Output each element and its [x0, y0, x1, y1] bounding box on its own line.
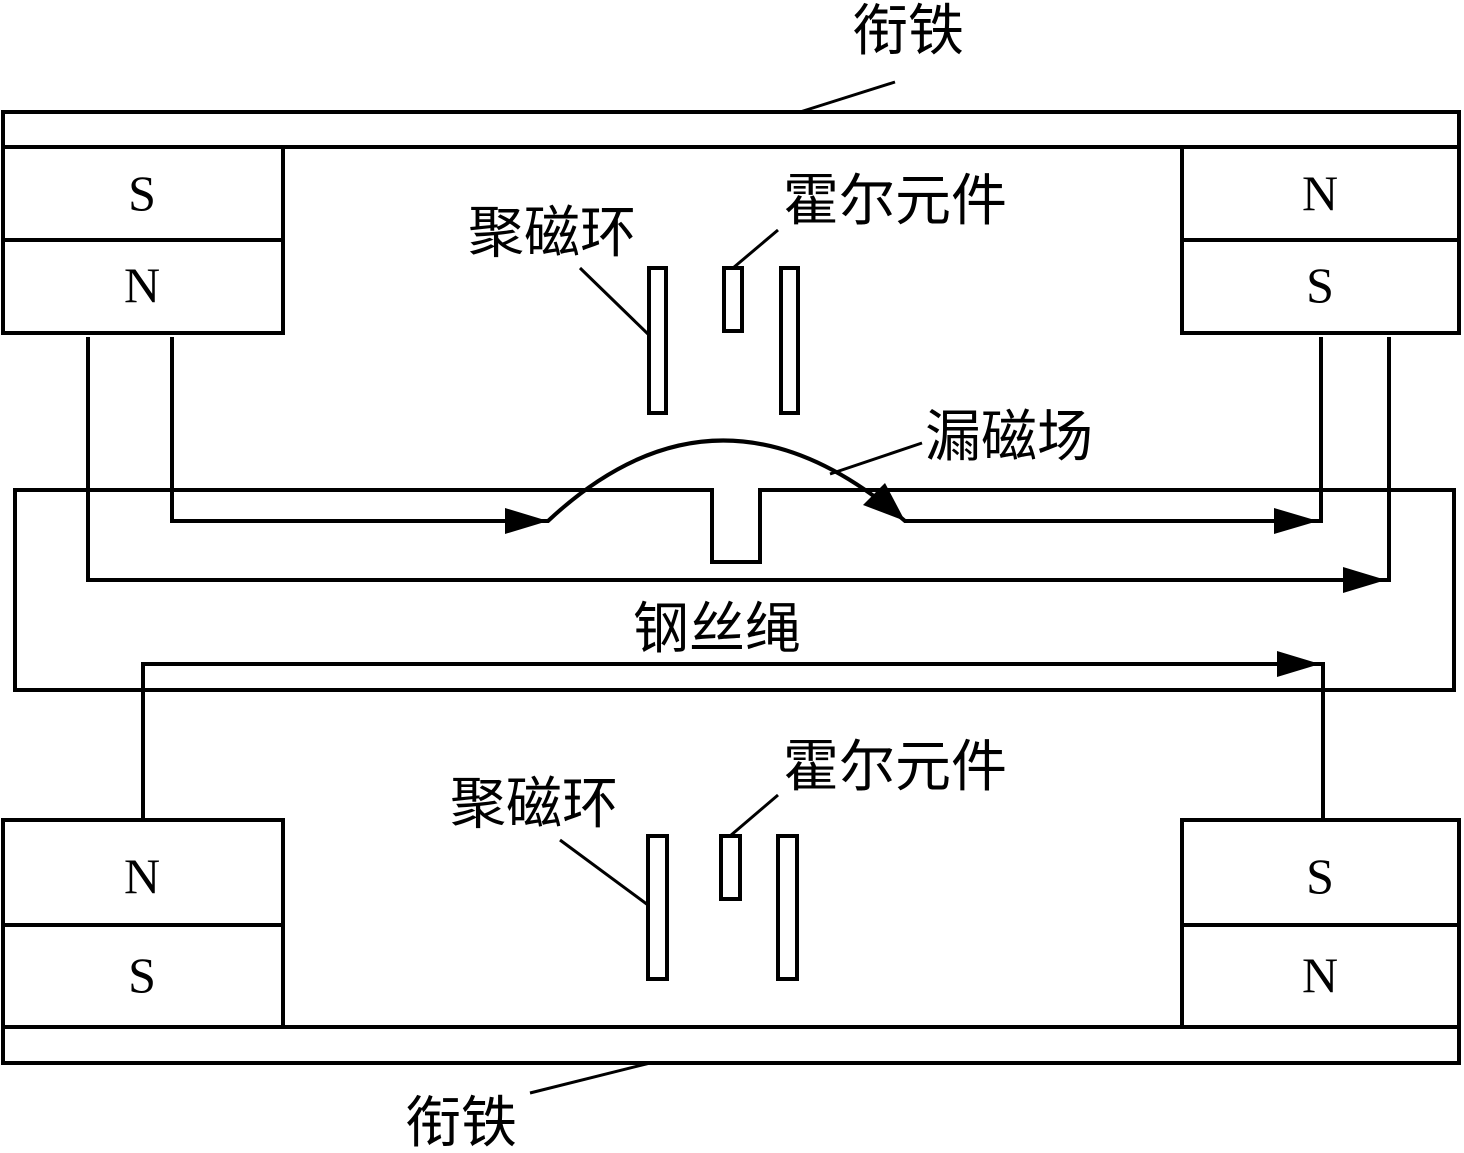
concentrator-top-leader: [578, 266, 651, 337]
magnet-top-left-upper-pole: S: [128, 165, 156, 221]
magnet-bottom-right-upper-pole: S: [1306, 848, 1334, 904]
magnet-bottom-left: N S: [1, 818, 285, 1029]
hall-bottom-leader: [729, 793, 779, 838]
hall-element-top: [722, 266, 744, 333]
concentrator-top-label: 聚磁环: [468, 201, 636, 266]
magnet-bottom-right: S N: [1180, 818, 1461, 1029]
flux-arrow-inner-3: [1274, 508, 1318, 534]
leakage-field-leader: [829, 441, 923, 476]
flux-arrow-inner-1: [505, 508, 548, 534]
concentrator-bottom-leader: [559, 838, 649, 907]
flux-arrow-inner-2: [863, 483, 905, 521]
magnet-bottom-left-upper-pole: N: [124, 848, 160, 904]
armature-bottom-leader: [529, 1061, 651, 1095]
armature-top-label: 衔铁: [852, 0, 964, 64]
magnet-top-right-upper-pole: N: [1302, 165, 1338, 221]
magnet-top-right-lower-pole: S: [1306, 257, 1334, 313]
concentrator-ring-top-right: [779, 266, 800, 415]
flux-arrow-outer: [1343, 567, 1386, 593]
hall-bottom-label: 霍尔元件: [783, 735, 1007, 800]
wire-rope-label: 钢丝绳: [633, 597, 801, 662]
leakage-field-label: 漏磁场: [925, 405, 1093, 470]
hall-element-bottom: [719, 834, 742, 901]
magnet-top-right: N S: [1180, 145, 1461, 335]
magnet-top-left-lower-pole: N: [124, 257, 160, 313]
concentrator-ring-top-left: [647, 266, 668, 415]
hall-top-label: 霍尔元件: [783, 169, 1007, 234]
magnet-top-left: S N: [1, 145, 285, 335]
armature-bottom: 衔铁: [1, 1025, 1461, 1153]
armature-top-leader: [799, 80, 896, 114]
magnet-bottom-left-lower-pole: S: [128, 947, 156, 1003]
sensor-top: 聚磁环 霍尔元件: [468, 169, 1007, 415]
flux-arrow-lower: [1277, 651, 1320, 677]
sensor-bottom: 聚磁环 霍尔元件: [450, 735, 1007, 981]
flux-path-outer: [86, 337, 1391, 593]
concentrator-ring-bottom-left: [646, 834, 669, 981]
armature-top: 衔铁: [1, 0, 1461, 149]
armature-bottom-label: 衔铁: [405, 1091, 517, 1153]
hall-top-leader: [732, 228, 779, 270]
concentrator-ring-bottom-right: [776, 834, 799, 981]
flux-path-lower: [141, 651, 1325, 820]
magnet-bottom-right-lower-pole: N: [1302, 947, 1338, 1003]
concentrator-bottom-label: 聚磁环: [450, 772, 618, 837]
flux-path-inner: 漏磁场: [170, 337, 1323, 534]
wire-rope: 钢丝绳: [13, 488, 1456, 692]
